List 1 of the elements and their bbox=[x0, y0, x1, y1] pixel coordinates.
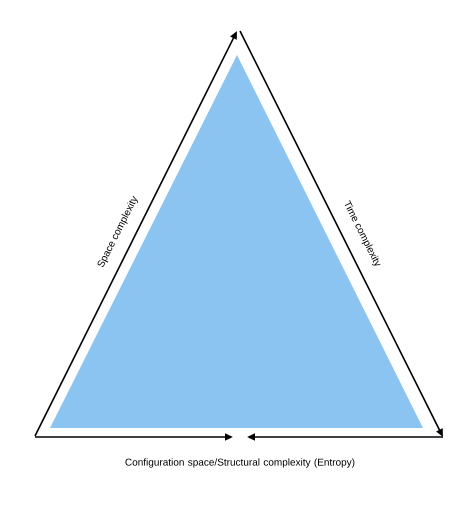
axis-label: Configuration space/Structural complexity (Entropy) bbox=[125, 458, 354, 468]
